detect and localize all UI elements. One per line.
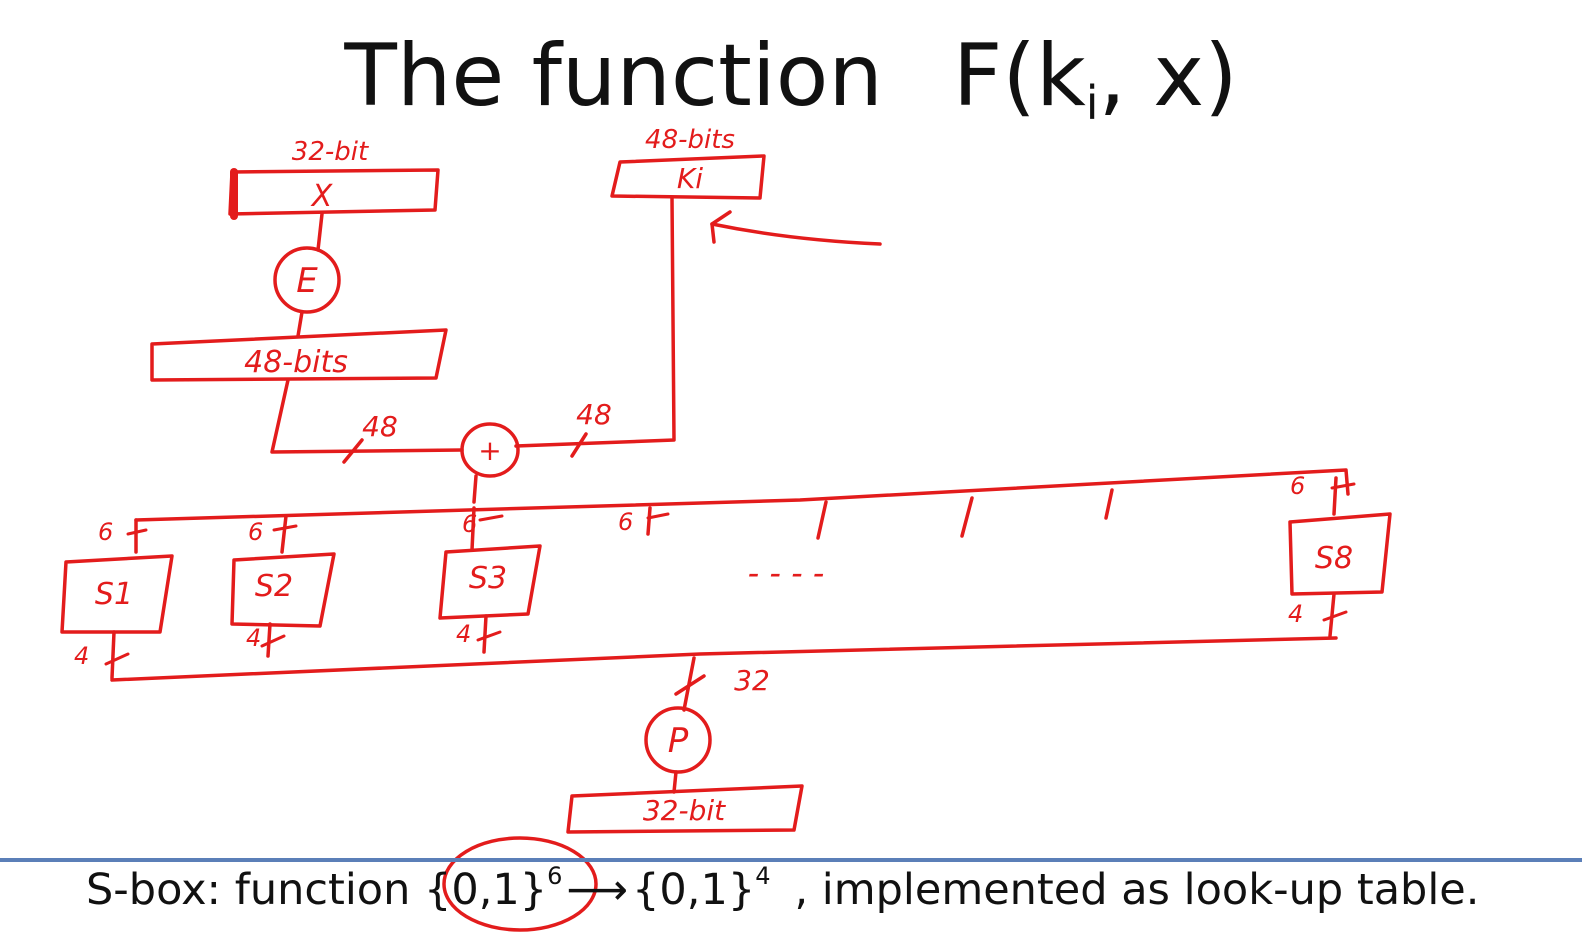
sbox-in-4: 6 bbox=[618, 508, 633, 536]
x-register: X 32-bit bbox=[228, 137, 440, 220]
footer-range: {0,1} bbox=[632, 865, 756, 915]
sbox-out-2: 4 bbox=[246, 624, 261, 652]
wire-right-label: 48 bbox=[576, 398, 612, 431]
footer-caption: S-box: function {0,1}6⟶{0,1}4, implement… bbox=[86, 862, 1479, 915]
slide-title: The function F(ki, x) bbox=[0, 26, 1582, 130]
footer-domain: {0,1} bbox=[424, 865, 548, 915]
sbox-1-label: S1 bbox=[95, 577, 133, 612]
x-label: X bbox=[310, 179, 334, 214]
sbox-in-3: 6 bbox=[462, 510, 477, 538]
title-prefix: The function bbox=[344, 26, 883, 126]
title-subscript: i bbox=[1085, 76, 1099, 130]
output-wire-label: 32 bbox=[734, 664, 770, 697]
output-bus bbox=[110, 636, 1338, 682]
sbox-8-label: S8 bbox=[1315, 541, 1353, 576]
sbox-8: S8 bbox=[1288, 512, 1392, 596]
footer-domain-exp: 6 bbox=[547, 862, 563, 890]
expanded-label: 48-bits bbox=[244, 345, 348, 380]
sbox-in-1: 6 bbox=[98, 518, 113, 546]
wire-left-label: 48 bbox=[362, 410, 398, 443]
footer-rest: , implemented as look-up table. bbox=[794, 865, 1480, 915]
expanded-register: 48-bits bbox=[150, 328, 448, 382]
sbox-input-widths: 6 6 6 6 6 bbox=[98, 472, 1305, 546]
sbox-2: S2 bbox=[230, 552, 336, 628]
xor-label: + bbox=[478, 434, 501, 467]
footer-lead: S-box: function bbox=[86, 865, 425, 915]
permutation-node: P bbox=[644, 706, 712, 774]
sbox-in-2: 6 bbox=[248, 518, 263, 546]
title-function: F(k bbox=[952, 26, 1086, 126]
p-label: P bbox=[668, 721, 689, 761]
ellipsis-dashes: - - - - bbox=[748, 554, 825, 592]
sbox-in-8: 6 bbox=[1290, 472, 1305, 500]
input-bus bbox=[134, 468, 1350, 522]
title-suffix: , x) bbox=[1098, 26, 1238, 126]
output-register: 32-bit bbox=[566, 784, 804, 834]
x-width-label: 32-bit bbox=[292, 137, 369, 167]
e-label: E bbox=[296, 261, 318, 301]
footer-range-exp: 4 bbox=[755, 862, 771, 890]
sbox-3: S3 bbox=[438, 544, 542, 620]
sbox-out-8: 4 bbox=[1288, 600, 1303, 628]
sbox-2-label: S2 bbox=[255, 569, 293, 604]
output-label: 32-bit bbox=[643, 794, 726, 827]
xor-node: + bbox=[460, 422, 520, 478]
sbox-output-widths: 4 4 4 4 bbox=[74, 600, 1303, 670]
sbox-3-label: S3 bbox=[469, 561, 507, 596]
expansion-node: E bbox=[273, 246, 341, 314]
key-width-label: 48-bits bbox=[645, 125, 735, 155]
domain-highlight-circle bbox=[442, 836, 598, 932]
footer-divider bbox=[0, 858, 1582, 862]
pointer-arrow bbox=[710, 210, 882, 246]
sbox-out-3: 4 bbox=[456, 620, 471, 648]
sbox-out-1: 4 bbox=[74, 642, 89, 670]
key-register: Ki 48-bits bbox=[610, 125, 766, 200]
arrow-icon: ⟶ bbox=[566, 865, 629, 915]
key-label: Ki bbox=[677, 162, 703, 195]
sbox-1: S1 bbox=[60, 554, 174, 634]
